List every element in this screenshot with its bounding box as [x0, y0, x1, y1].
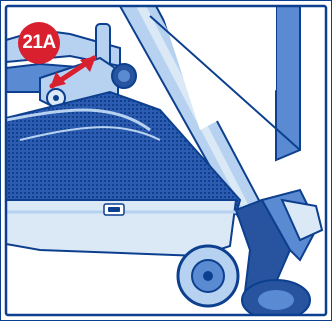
right-strut [276, 6, 300, 160]
rail-knob [112, 64, 136, 88]
brand-logo-icon [104, 204, 124, 215]
step-number-badge: 21A [18, 22, 60, 64]
wheel [178, 246, 238, 306]
